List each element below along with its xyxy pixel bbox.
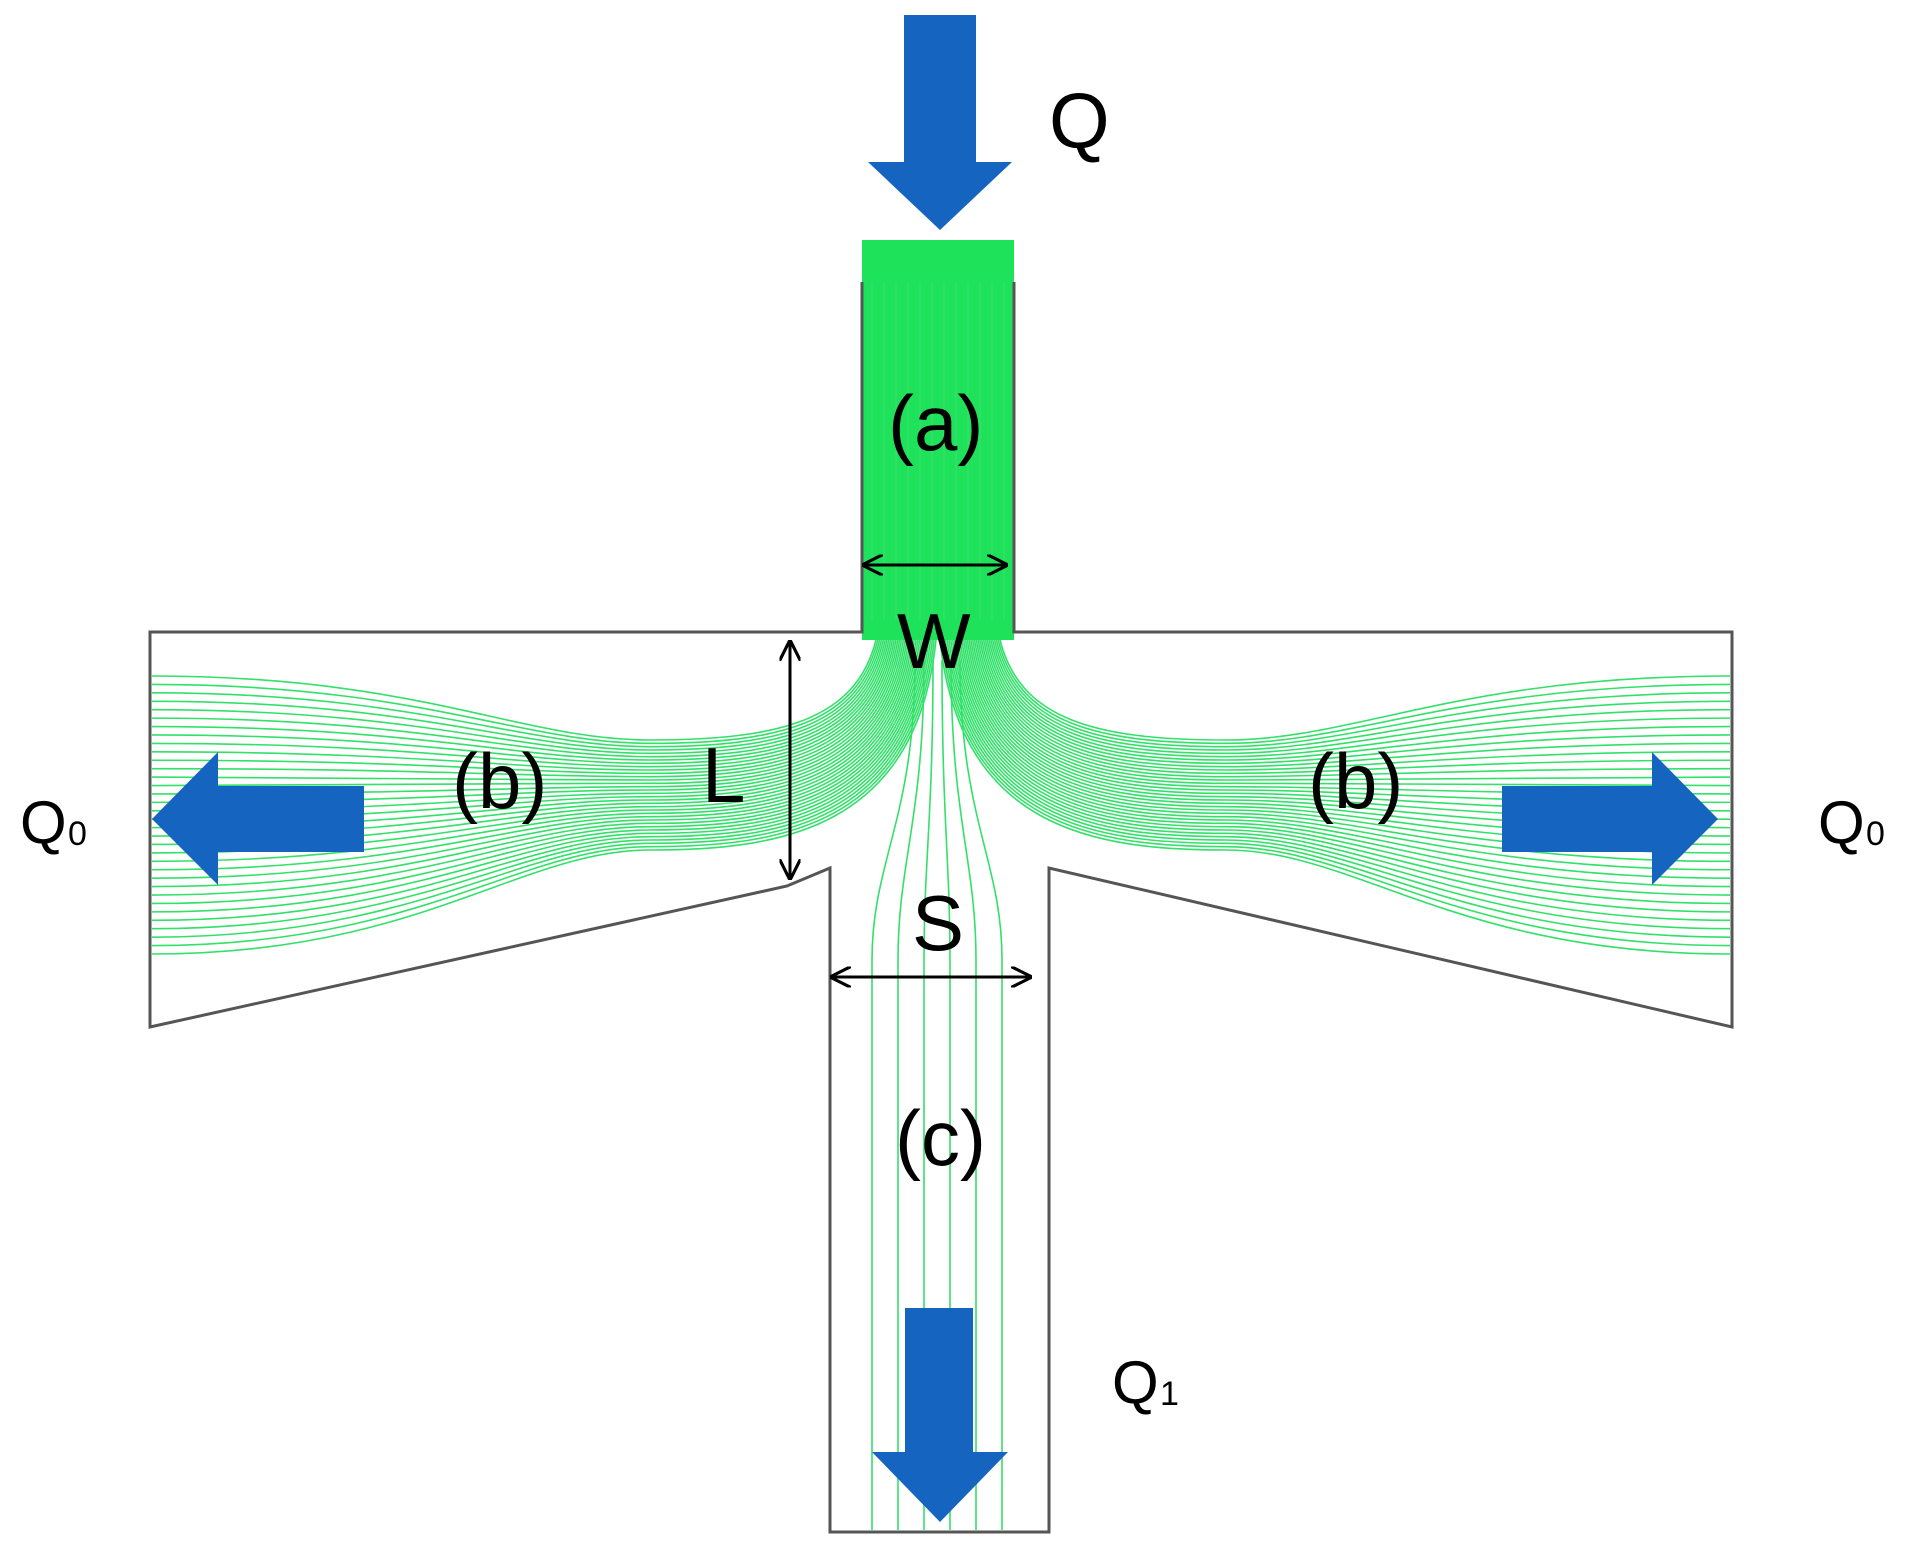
streamline — [151, 639, 930, 922]
streamline — [977, 639, 1731, 781]
streamline — [995, 639, 1731, 748]
gap-label: L — [702, 731, 745, 819]
streamline — [950, 659, 977, 1530]
streamline — [981, 639, 1731, 775]
streamline — [979, 639, 1731, 778]
streamline — [151, 639, 890, 765]
right-outlet-flow-symbol: Q — [1818, 789, 1865, 856]
streamline — [897, 659, 925, 1530]
streamline — [982, 639, 1731, 771]
streamline — [942, 639, 1731, 938]
inlet-flow-label: Q — [1049, 77, 1110, 165]
streamline — [946, 639, 1731, 922]
bottom-outlet-flow-subscript: 1 — [1160, 1375, 1179, 1413]
arrow-right-icon — [1502, 752, 1718, 885]
streamline — [941, 639, 1731, 947]
outlet-width-label: S — [912, 879, 964, 967]
streamline — [953, 639, 1731, 888]
streamline — [151, 639, 883, 751]
arrow-down-icon — [868, 15, 1012, 230]
left-outlet-flow-symbol: Q — [20, 789, 67, 856]
streamline — [957, 639, 1731, 871]
streamline — [991, 639, 1731, 755]
streamline — [151, 639, 921, 879]
streamline — [923, 659, 934, 1530]
streamline — [151, 639, 932, 930]
streamline — [939, 639, 1731, 955]
width-label: W — [897, 597, 971, 685]
streamline — [986, 639, 1731, 765]
streamline — [948, 639, 1731, 913]
streamline — [151, 639, 901, 787]
streamline — [950, 639, 1731, 905]
bottom-outlet-flow-label: Q 1 — [1112, 1349, 1179, 1416]
streamline — [151, 639, 925, 896]
right-outlet-flow-subscript: 0 — [1866, 815, 1885, 853]
streamline — [151, 639, 877, 741]
streamline — [151, 639, 894, 771]
streamline — [955, 639, 1731, 879]
streamline — [988, 639, 1731, 761]
streamline — [151, 639, 919, 871]
streamline — [944, 639, 1731, 930]
streamline — [993, 639, 1731, 751]
streamline — [959, 659, 1003, 1530]
streamline — [151, 639, 899, 781]
channel-outline — [148, 282, 1734, 1534]
left-outlet-flow-subscript: 0 — [68, 815, 87, 853]
streamline — [151, 639, 881, 748]
streamline — [984, 639, 1731, 768]
streamline — [151, 639, 885, 755]
region-b-right-label: (b) — [1308, 737, 1403, 825]
streamline — [151, 639, 888, 761]
streamline — [975, 639, 1731, 787]
streamline — [151, 639, 926, 905]
streamline — [990, 639, 1731, 758]
streamline — [871, 659, 916, 1530]
streamline — [151, 639, 886, 758]
region-a-label: (a) — [888, 379, 983, 467]
streamline — [151, 639, 934, 938]
streamline — [951, 639, 1731, 896]
region-c-label: (c) — [895, 1094, 986, 1182]
streamline — [151, 639, 892, 768]
arrow-left-icon — [152, 752, 364, 885]
streamline — [151, 639, 935, 947]
left-outlet-flow-label: Q 0 — [20, 789, 87, 856]
streamline — [151, 639, 897, 778]
streamline — [151, 639, 937, 955]
right-outlet-flow-label: Q 0 — [1818, 789, 1885, 856]
streamline — [151, 639, 928, 913]
streamline — [151, 639, 895, 775]
streamline — [151, 639, 879, 745]
region-b-left-label: (b) — [452, 737, 547, 825]
bottom-outlet-flow-symbol: Q — [1112, 1349, 1159, 1416]
arrow-down-icon — [872, 1308, 1008, 1522]
streamline — [941, 659, 951, 1530]
streamline — [999, 639, 1731, 741]
streamline — [997, 639, 1731, 745]
streamline — [151, 639, 923, 888]
